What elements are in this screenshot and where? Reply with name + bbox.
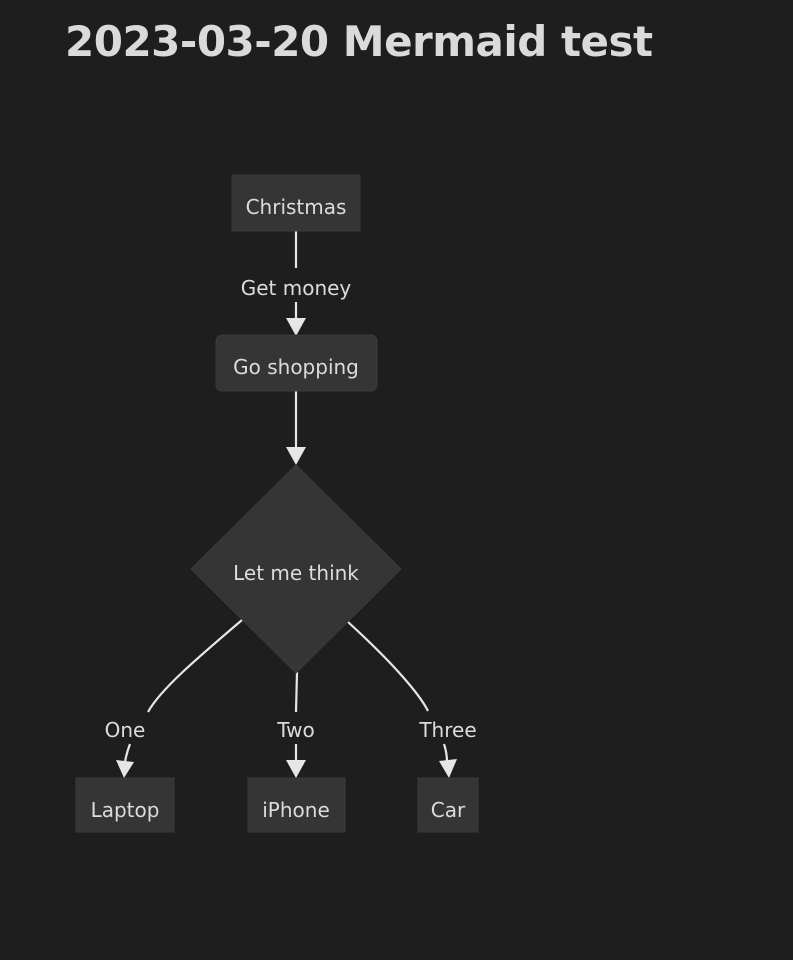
arrowhead-icon	[286, 760, 306, 778]
page-title: 2023-03-20 Mermaid test	[65, 17, 653, 66]
edge-think-to-car: Three	[347, 621, 477, 778]
edge-line	[147, 619, 243, 713]
node-label: Let me think	[233, 561, 359, 585]
node-label: Car	[431, 798, 466, 822]
decision-diamond	[190, 464, 402, 674]
arrowhead-icon	[439, 759, 457, 778]
edge-label-one: One	[105, 718, 146, 742]
arrowhead-icon	[116, 760, 134, 778]
edge-line	[294, 671, 299, 760]
edge-label-two: Two	[276, 718, 315, 742]
node-iphone[interactable]: iPhone	[247, 777, 346, 833]
edge-christmas-to-shopping: Get money	[241, 231, 352, 336]
edge-shopping-to-think	[286, 391, 306, 465]
edge-line	[442, 743, 449, 763]
edge-line	[123, 743, 132, 763]
edge-label-three: Three	[418, 718, 476, 742]
edge-think-to-iphone: Two	[276, 671, 315, 778]
node-christmas[interactable]: Christmas	[231, 174, 361, 232]
edge-line	[347, 621, 429, 712]
arrowhead-icon	[286, 447, 306, 465]
node-label: Laptop	[91, 798, 160, 822]
node-go-shopping[interactable]: Go shopping	[215, 334, 378, 392]
node-let-me-think[interactable]: Let me think	[190, 464, 402, 674]
node-box	[231, 174, 361, 232]
node-box	[215, 334, 378, 392]
arrowhead-icon	[286, 318, 306, 336]
node-label: Christmas	[246, 195, 347, 219]
node-box	[75, 777, 175, 833]
node-box	[247, 777, 346, 833]
node-laptop[interactable]: Laptop	[75, 777, 175, 833]
edge-label-get-money: Get money	[241, 276, 352, 300]
node-box	[417, 777, 479, 833]
node-label: iPhone	[262, 798, 330, 822]
node-car[interactable]: Car	[417, 777, 479, 833]
edge-think-to-laptop: One	[105, 619, 243, 778]
node-label: Go shopping	[233, 355, 359, 379]
